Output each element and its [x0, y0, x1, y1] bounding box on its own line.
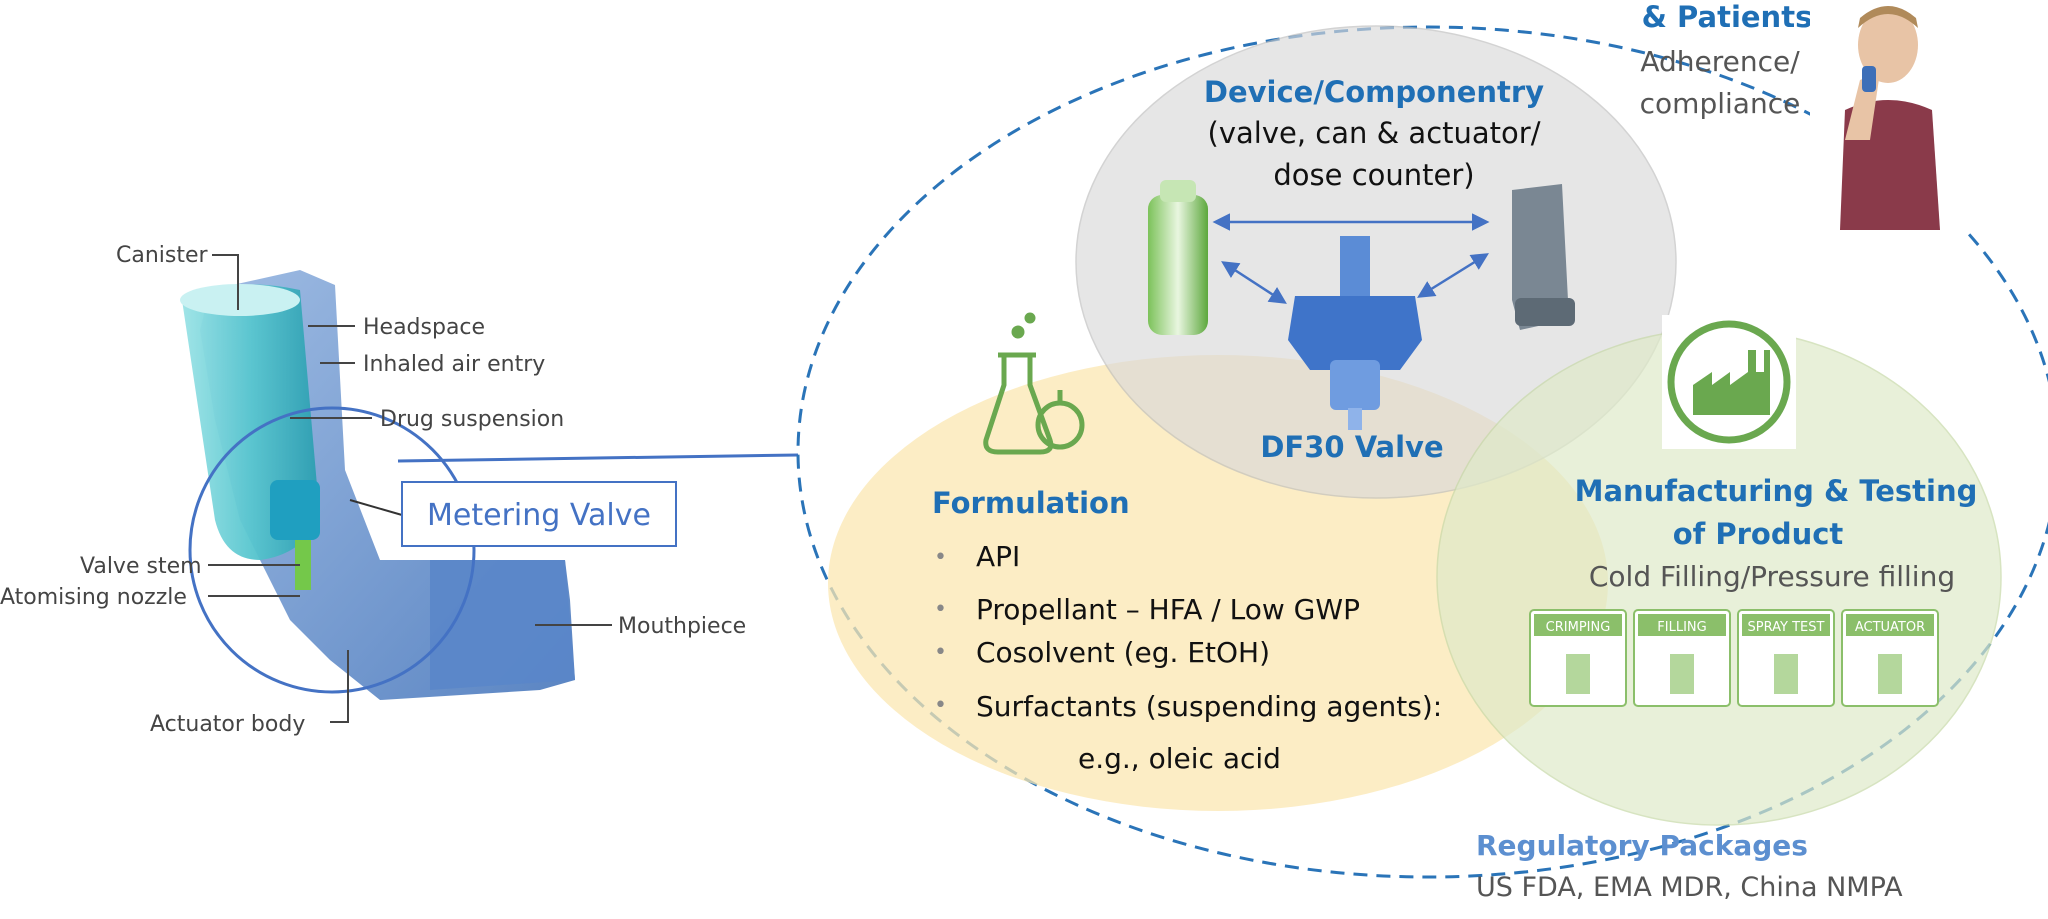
bullet: • [934, 545, 947, 570]
label-headspace: Headspace [363, 315, 485, 340]
flask-icon [983, 312, 1085, 455]
step-label: SPRAY TEST [1748, 620, 1825, 635]
arrow-can-valve [1221, 261, 1287, 304]
ecosystem-dashed-ellipse [796, 25, 2048, 879]
label-atomising-nozzle: Atomising nozzle [0, 585, 187, 610]
process-steps: CRIMPING FILLING SPRAY TEST ACTUATOR [1529, 609, 1939, 707]
valve-stem-shape [295, 540, 311, 590]
inhaler-illustration: Canister Headspace Inhaled air entry Dru… [0, 243, 799, 737]
formulation-title: Formulation [932, 486, 1130, 520]
label-drug-suspension: Drug suspension [380, 407, 564, 432]
manufacturing-title-line1: Manufacturing & Testing [1575, 474, 1978, 508]
leader-lines [208, 254, 612, 723]
label-mouthpiece: Mouthpiece [618, 614, 746, 639]
step-actuator: ACTUATOR [1841, 609, 1939, 707]
manufacturing-title-line2: of Product [1673, 517, 1844, 551]
patients-line1: Adherence/ [1640, 45, 1800, 78]
patient-photo [1810, 0, 1970, 232]
device-line2: dose counter) [1273, 158, 1474, 192]
step-label: CRIMPING [1546, 620, 1611, 635]
step-label: FILLING [1657, 620, 1706, 635]
formulation-item: Surfactants (suspending agents): [976, 690, 1442, 723]
formulation-item: API [976, 540, 1020, 573]
regulatory-title: Regulatory Packages [1476, 829, 1808, 862]
factory-icon [1662, 315, 1796, 449]
metering-valve-highlight [188, 406, 476, 694]
patients-line2: compliance [1640, 87, 1801, 120]
label-valve-stem: Valve stem [80, 554, 202, 579]
label-canister: Canister [116, 243, 209, 268]
label-actuator-body: Actuator body [150, 712, 305, 737]
arrow-actuator-valve [1417, 253, 1489, 298]
df30-valve-label: DF30 Valve [1260, 430, 1443, 464]
valve-body-shape [270, 480, 320, 540]
manufacturing-subtitle: Cold Filling/Pressure filling [1589, 560, 1955, 593]
formulation-item: Cosolvent (eg. EtOH) [976, 636, 1270, 669]
device-circle [1075, 25, 1677, 499]
canister-top [180, 284, 300, 316]
device-title: Device/Componentry [1204, 75, 1544, 109]
regulatory-line: US FDA, EMA MDR, China NMPA [1476, 872, 1903, 903]
metering-valve-box [401, 481, 677, 547]
bullet: • [934, 640, 947, 665]
step-label: ACTUATOR [1855, 620, 1925, 635]
step-filling: FILLING [1633, 609, 1731, 707]
formulation-item: Propellant – HFA / Low GWP [976, 593, 1360, 626]
df30-valve-icon [1288, 236, 1422, 430]
callout-leader [349, 499, 403, 516]
patients-title: & Patients [1642, 0, 1813, 34]
formulation-list: • API • Propellant – HFA / Low GWP • Cos… [934, 540, 1442, 775]
bullet: • [934, 693, 947, 718]
step-spray-test: SPRAY TEST [1737, 609, 1835, 707]
actuator-icon [1512, 184, 1575, 330]
canister-icon [1148, 180, 1208, 335]
formulation-sub-item: e.g., oleic acid [1078, 742, 1281, 775]
label-inhaled-air-entry: Inhaled air entry [363, 352, 545, 377]
callout-connector [397, 453, 799, 463]
device-line1: (valve, can & actuator/ [1208, 116, 1541, 150]
bullet: • [934, 597, 947, 622]
step-crimping: CRIMPING [1529, 609, 1627, 707]
metering-valve-label: Metering Valve [427, 498, 651, 533]
